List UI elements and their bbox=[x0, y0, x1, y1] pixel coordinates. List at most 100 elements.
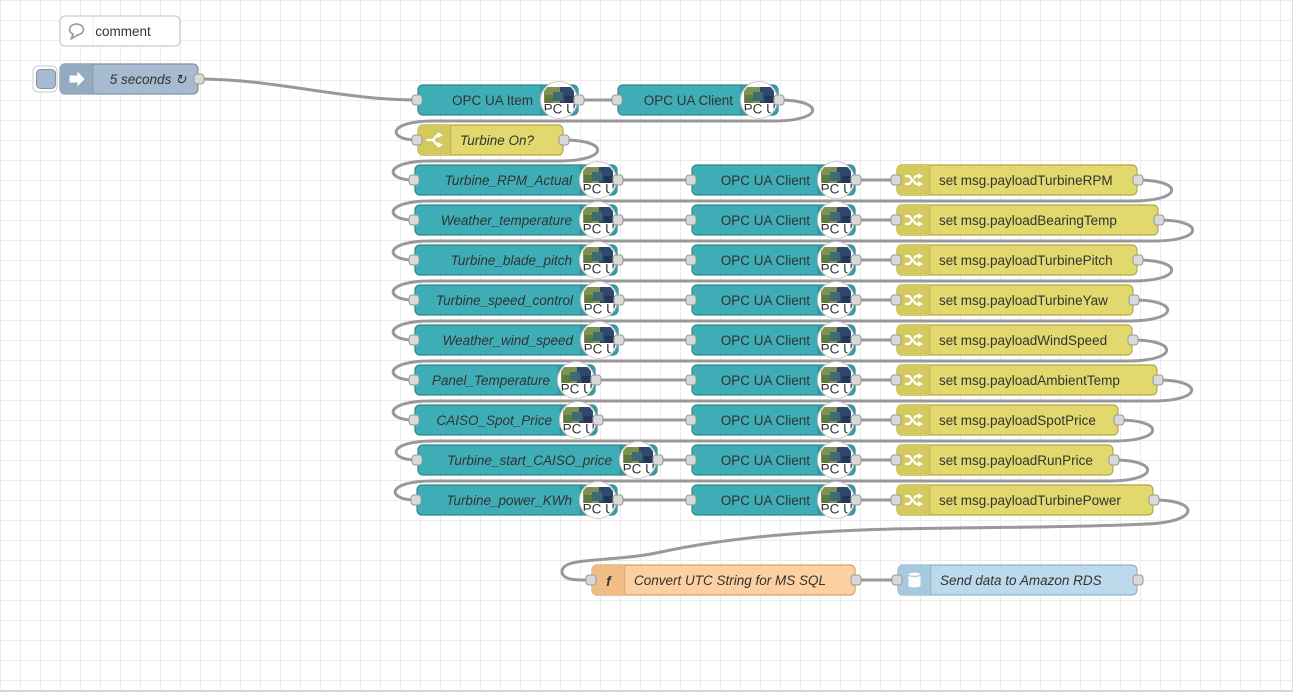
wire-change_3-item_4[interactable] bbox=[391, 258, 1173, 302]
output-port[interactable] bbox=[1132, 254, 1144, 266]
input-port[interactable] bbox=[411, 454, 423, 466]
input-port[interactable] bbox=[408, 414, 420, 426]
wire-change_2-item_3[interactable] bbox=[391, 218, 1194, 262]
input-port[interactable] bbox=[685, 294, 697, 306]
output-port[interactable] bbox=[850, 414, 862, 426]
input-port[interactable] bbox=[611, 94, 623, 106]
output-port[interactable] bbox=[652, 454, 664, 466]
output-port[interactable] bbox=[1148, 494, 1160, 506]
input-port[interactable] bbox=[890, 294, 902, 306]
wire-change_5-item_6[interactable] bbox=[391, 338, 1168, 382]
node-change_4[interactable]: set msg.payloadTurbineYaw bbox=[890, 284, 1140, 316]
input-port[interactable] bbox=[585, 574, 597, 586]
node-change_7[interactable]: set msg.payloadSpotPrice bbox=[890, 404, 1125, 436]
input-port[interactable] bbox=[410, 494, 422, 506]
node-change_6[interactable]: set msg.payloadAmbientTemp bbox=[890, 364, 1164, 396]
output-port[interactable] bbox=[1127, 334, 1139, 346]
input-port[interactable] bbox=[408, 374, 420, 386]
output-port[interactable] bbox=[850, 334, 862, 346]
input-port[interactable] bbox=[411, 94, 423, 106]
output-port[interactable] bbox=[1108, 454, 1120, 466]
output-port[interactable] bbox=[850, 214, 862, 226]
output-port[interactable] bbox=[558, 134, 570, 146]
input-port[interactable] bbox=[890, 414, 902, 426]
output-port[interactable] bbox=[1132, 574, 1144, 586]
input-port[interactable] bbox=[408, 294, 420, 306]
output-port[interactable] bbox=[850, 574, 862, 586]
output-port[interactable] bbox=[1113, 414, 1125, 426]
node-inject[interactable]: 5 seconds ↻ bbox=[32, 63, 205, 95]
node-change_5[interactable]: set msg.payloadWindSpeed bbox=[890, 324, 1139, 356]
input-port[interactable] bbox=[685, 174, 697, 186]
wire-change_4-item_5[interactable] bbox=[391, 298, 1169, 342]
output-port[interactable] bbox=[850, 294, 862, 306]
node-change_9[interactable]: set msg.payloadTurbinePower bbox=[890, 484, 1160, 516]
input-port[interactable] bbox=[408, 334, 420, 346]
input-port[interactable] bbox=[685, 374, 697, 386]
input-port[interactable] bbox=[890, 454, 902, 466]
node-change_3[interactable]: set msg.payloadTurbinePitch bbox=[890, 244, 1144, 276]
input-port[interactable] bbox=[685, 214, 697, 226]
input-port[interactable] bbox=[685, 454, 697, 466]
input-port[interactable] bbox=[408, 254, 420, 266]
output-port[interactable] bbox=[613, 294, 625, 306]
node-comment[interactable]: comment bbox=[59, 15, 181, 47]
input-port[interactable] bbox=[890, 374, 902, 386]
output-port[interactable] bbox=[573, 94, 585, 106]
output-port[interactable] bbox=[1132, 174, 1144, 186]
node-change_1[interactable]: set msg.payloadTurbineRPM bbox=[890, 164, 1144, 196]
input-port[interactable] bbox=[890, 214, 902, 226]
input-port[interactable] bbox=[411, 134, 423, 146]
output-port[interactable] bbox=[590, 374, 602, 386]
wire-inject-item_a[interactable] bbox=[197, 77, 419, 102]
output-port[interactable] bbox=[1153, 214, 1165, 226]
wire-change_7-item_8[interactable] bbox=[394, 418, 1154, 462]
output-port[interactable] bbox=[612, 174, 624, 186]
input-port[interactable] bbox=[685, 494, 697, 506]
wire-switch-item_1[interactable] bbox=[391, 138, 599, 182]
node-mssql[interactable]: Send data to Amazon RDS bbox=[891, 564, 1144, 596]
input-port[interactable] bbox=[408, 214, 420, 226]
output-port[interactable] bbox=[612, 254, 624, 266]
input-port[interactable] bbox=[890, 494, 902, 506]
output-port[interactable] bbox=[773, 94, 785, 106]
output-port[interactable] bbox=[612, 214, 624, 226]
wire-change_8-item_9[interactable] bbox=[393, 458, 1149, 502]
inject-button[interactable] bbox=[36, 69, 56, 89]
node-change_8[interactable]: set msg.payloadRunPrice bbox=[890, 444, 1120, 476]
output-port[interactable] bbox=[592, 414, 604, 426]
output-port[interactable] bbox=[850, 454, 862, 466]
wire-client_a-switch[interactable] bbox=[394, 98, 814, 142]
input-port[interactable] bbox=[890, 254, 902, 266]
output-port[interactable] bbox=[850, 374, 862, 386]
input-port[interactable] bbox=[890, 174, 902, 186]
output-port[interactable] bbox=[612, 494, 624, 506]
output-port[interactable] bbox=[850, 174, 862, 186]
wire-change_6-item_7[interactable] bbox=[391, 378, 1193, 422]
output-port[interactable] bbox=[193, 73, 205, 85]
wire-change_1-item_2[interactable] bbox=[391, 178, 1173, 222]
wire-change_9-function[interactable] bbox=[560, 498, 1190, 582]
node-body[interactable] bbox=[59, 15, 181, 47]
input-port[interactable] bbox=[408, 174, 420, 186]
node-switch[interactable]: Turbine On? bbox=[411, 124, 570, 156]
output-port[interactable] bbox=[850, 494, 862, 506]
